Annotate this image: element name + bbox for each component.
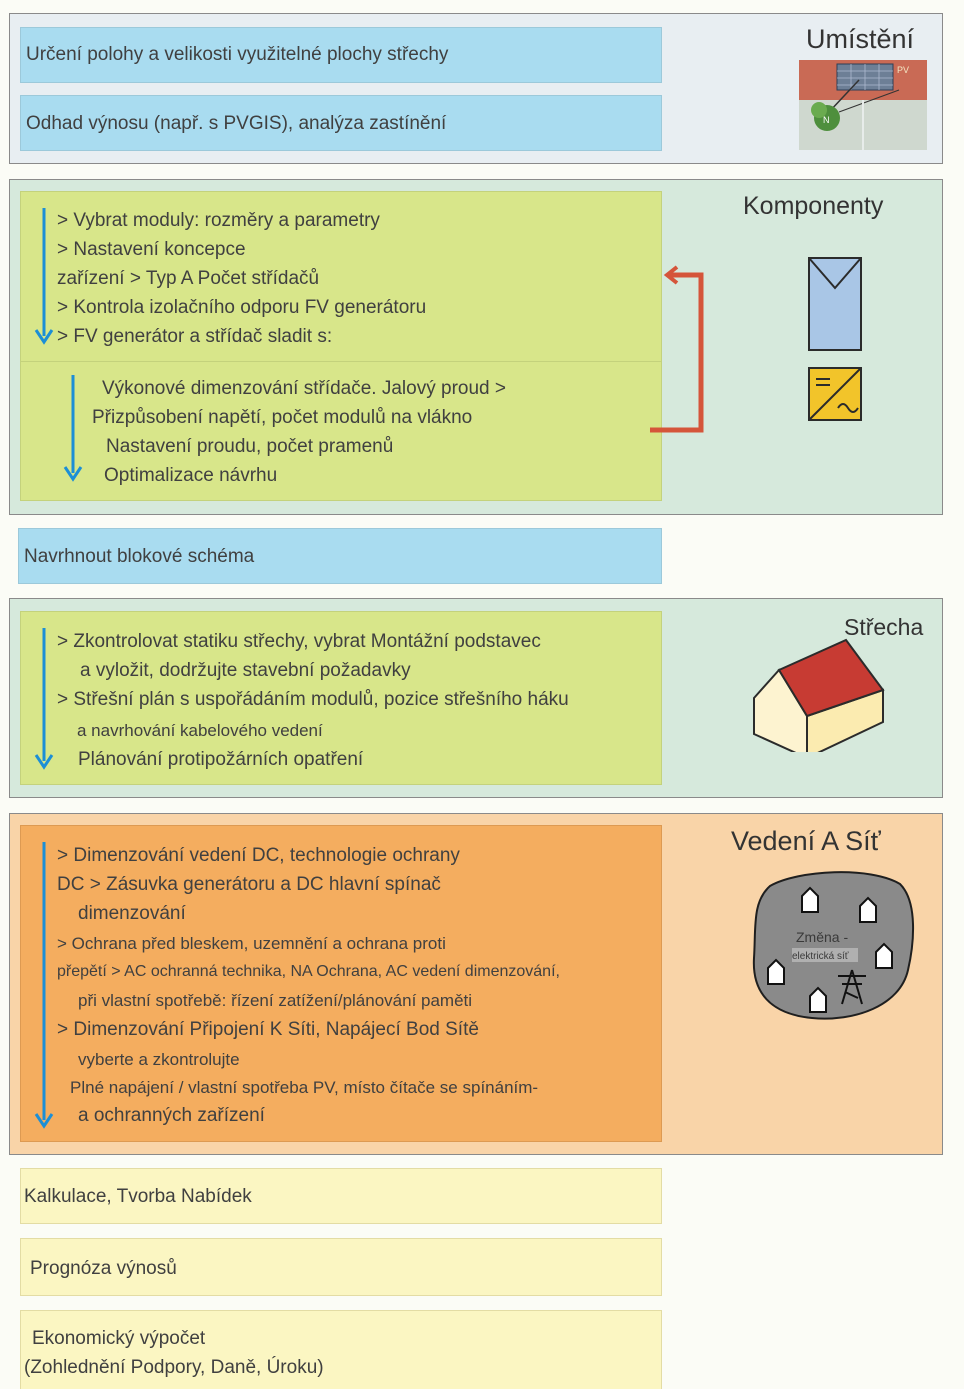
heading-umisteni: Umístění [806, 24, 915, 54]
komp-lower-line-1: Výkonové dimenzování střídače. Jalový pr… [102, 378, 506, 399]
komp-lower-line-2: Přizpůsobení napětí, počet modulů na vlá… [92, 407, 473, 428]
komp-lower-line-4: Optimalizace návrhu [104, 465, 278, 486]
komp-line-4: > Kontrola izolačního odporu FV generáto… [57, 297, 427, 318]
vedeni-line-9: Plné napájení / vlastní spotřeba PV, mís… [70, 1078, 539, 1097]
box-prognoza-label: Prognóza výnosů [30, 1258, 177, 1279]
vedeni-line-10: a ochranných zařízení [78, 1105, 265, 1126]
box-urceni-polohy-label: Určení polohy a velikosti využitelné plo… [26, 44, 449, 65]
box-ekonomicky-title: Ekonomický výpočet [32, 1328, 206, 1349]
vedeni-line-7: > Dimenzování Připojení K Síti, Napájecí… [57, 1019, 479, 1040]
box-komponenty-lower[interactable] [20, 361, 662, 501]
box-urceni-polohy[interactable] [20, 27, 662, 83]
strecha-line-4: a navrhování kabelového vedení [77, 721, 323, 740]
blue-arrow-komponenty-upper [34, 208, 54, 345]
blue-arrow-vedeni [34, 842, 54, 1129]
house-roof-icon [753, 638, 885, 752]
box-kalkulace[interactable] [20, 1168, 662, 1224]
vedeni-line-4: > Ochrana před bleskem, uzemnění a ochra… [57, 934, 446, 953]
komp-lower-line-3: Nastavení proudu, počet pramenů [106, 436, 394, 457]
transmission-tower-icon [838, 969, 866, 1005]
box-vedeni[interactable] [20, 825, 662, 1142]
north-label: N [823, 115, 830, 125]
box-odhad-vynosu[interactable] [20, 95, 662, 151]
strecha-line-2: a vyložit, dodržujte stavební požadavky [80, 660, 411, 681]
box-blokove-schema[interactable] [18, 528, 662, 584]
site-map-icon: PV N [799, 60, 927, 150]
box-blokove-schema-label: Navrhnout blokové schéma [24, 546, 255, 567]
vedeni-line-8: vyberte a zkontrolujte [78, 1050, 240, 1069]
strecha-line-5: Plánování protipožárních opatření [78, 749, 364, 770]
pv-module-icon [808, 257, 862, 351]
strecha-line-1: > Zkontrolovat statiku střechy, vybrat M… [57, 631, 541, 652]
box-komponenty-upper[interactable] [20, 191, 662, 362]
box-kalkulace-label: Kalkulace, Tvorba Nabídek [24, 1186, 252, 1207]
box-odhad-vynosu-label: Odhad výnosu (např. s PVGIS), analýza za… [26, 113, 447, 134]
strecha-line-3: > Střešní plán s uspořádáním modulů, poz… [57, 689, 569, 710]
heading-strecha: Střecha [844, 614, 924, 640]
blue-arrow-strecha [34, 628, 54, 770]
red-feedback-arrow [650, 265, 704, 433]
komp-line-2: > Nastavení koncepce [57, 239, 246, 260]
heading-vedeni: Vedení A Síť [731, 826, 881, 856]
box-ekonomicky-sub: (Zohlednění Podpory, Daně, Úroku) [24, 1357, 324, 1378]
inverter-icon [808, 367, 862, 421]
vedeni-line-5: přepětí > AC ochranná technika, NA Ochra… [57, 963, 560, 980]
grid-island-icon: Změna - elektrická síť [752, 871, 914, 1020]
box-ekonomicky[interactable] [20, 1310, 662, 1389]
vedeni-line-1: > Dimenzování vedení DC, technologie och… [57, 845, 460, 866]
komp-line-3: zařízení > Typ A Počet střídačů [57, 268, 320, 289]
komp-line-1: > Vybrat moduly: rozměry a parametry [57, 210, 380, 231]
pv-label: PV [897, 65, 909, 75]
vedeni-line-3: dimenzování [78, 903, 186, 924]
vedeni-line-2: DC > Zásuvka generátoru a DC hlavní spín… [57, 874, 441, 895]
grid-label-1: Změna - [796, 929, 848, 945]
box-prognoza[interactable] [20, 1238, 662, 1296]
komp-line-5: > FV generátor a střídač sladit s: [57, 326, 333, 347]
blue-arrow-komponenty-lower [63, 375, 83, 482]
box-strecha[interactable] [20, 611, 662, 785]
vedeni-line-6: při vlastní spotřebě: řízení zatížení/pl… [78, 991, 473, 1010]
grid-label-2: elektrická síť [792, 951, 849, 962]
heading-komponenty: Komponenty [743, 192, 884, 220]
